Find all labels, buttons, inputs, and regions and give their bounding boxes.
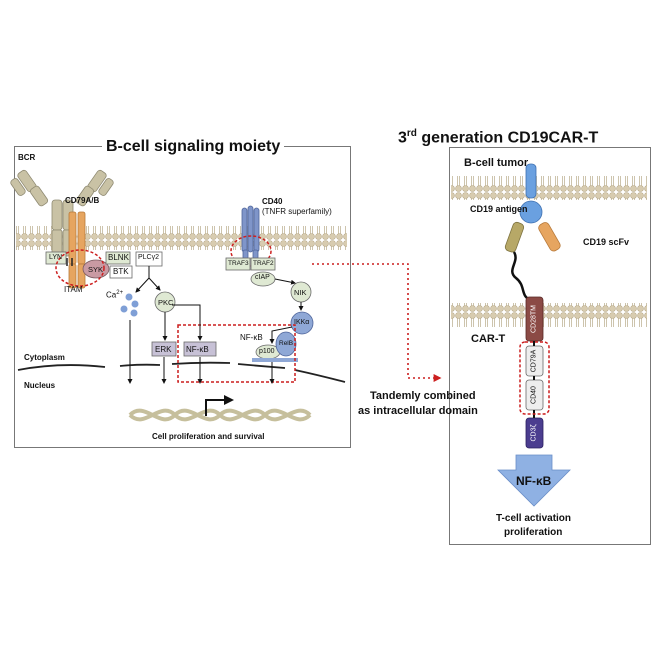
bcr-label: BCR	[18, 153, 36, 162]
dna-strand	[128, 408, 312, 422]
traf2-box	[250, 257, 276, 271]
nfkb-arrow-shape	[497, 454, 571, 507]
erk-label: ERK	[155, 345, 172, 354]
tandem-line-2: as intracellular domain	[358, 405, 478, 417]
btk-label: BTK	[113, 267, 129, 276]
traf3-box	[225, 257, 251, 271]
nfkb-box	[183, 341, 217, 357]
right-panel-title: 3rd generation CD19CAR-T	[398, 128, 599, 147]
tumor-membrane	[451, 176, 647, 200]
tandem-line-1: Tandemly combined	[370, 390, 476, 402]
scfv-label: CD19 scFv	[583, 237, 630, 247]
pkc-label: PKC	[158, 298, 174, 307]
nucleus-label: Nucleus	[24, 381, 56, 390]
cd28tm-label: CD28TM	[530, 304, 538, 334]
cart-membrane	[451, 303, 647, 327]
tumor-label: B-cell tumor	[464, 157, 529, 169]
nuclear-membrane	[17, 361, 346, 383]
lyn-label: LYN	[49, 254, 63, 261]
cd40-domain-label: CD40	[530, 386, 538, 404]
nfkb-complex-label: NF-κB	[240, 333, 263, 342]
tnfr-label: (TNFR superfamily)	[262, 207, 332, 216]
signaling-arrows	[127, 266, 304, 384]
blnk-label: BLNK	[108, 253, 129, 262]
outcome-label: Cell proliferation and survival	[152, 432, 265, 441]
p100-label: p100	[259, 348, 275, 355]
scfv-left	[504, 221, 525, 253]
ikka-label: IKKα	[294, 319, 310, 326]
cytoplasm-label: Cytoplasm	[24, 353, 65, 362]
cd40-label: CD40	[262, 197, 283, 206]
cd79ab-label: CD79A/B	[65, 196, 100, 205]
relb-label: RelB	[279, 340, 294, 347]
blnk-box	[105, 251, 131, 265]
traf2-label: TRAF2	[253, 260, 274, 267]
cart-label: CAR-T	[471, 333, 506, 345]
nfkb-base	[252, 358, 298, 362]
cd3z-label: CD3ζ	[530, 424, 538, 442]
itam-highlight	[55, 249, 105, 287]
left-panel-title: B-cell signaling moiety	[102, 138, 285, 156]
ciap-label: cIAP	[255, 274, 270, 281]
scfv-right	[538, 222, 561, 252]
cd19-antigen-head	[519, 200, 543, 224]
connector-dotted	[312, 263, 442, 382]
plcy2-label: PLCγ2	[138, 254, 160, 261]
itam-label: ITAM	[64, 285, 83, 294]
hinge	[511, 251, 531, 302]
nfkb-box-label: NF-κB	[186, 345, 209, 354]
ikka-circle	[290, 311, 314, 335]
outcome-line-1: T-cell activation	[496, 513, 572, 524]
intracellular-highlight	[519, 341, 550, 415]
right-panel-frame	[449, 147, 651, 545]
outcome-line-2: proliferation	[504, 527, 563, 538]
traf3-label: TRAF3	[228, 260, 249, 267]
transcription-arrow	[205, 395, 234, 416]
syk-label: SYK	[88, 265, 104, 274]
nfkb-region-highlight	[177, 324, 296, 383]
calcium-ions	[120, 293, 139, 317]
btk-box	[109, 265, 133, 279]
nfkb-output-label: NF-κB	[516, 474, 552, 488]
lyn-box	[45, 251, 67, 265]
calcium-label: Ca2+	[106, 290, 124, 300]
relb-ellipse	[275, 331, 297, 357]
nik-label: NIK	[294, 288, 307, 297]
cd40-receptor	[241, 205, 260, 261]
erk-box	[151, 341, 177, 357]
cd79a-label: CD79A	[530, 349, 538, 373]
antigen-label: CD19 antigen	[470, 204, 528, 214]
cd19-antigen-stalk	[525, 163, 537, 199]
